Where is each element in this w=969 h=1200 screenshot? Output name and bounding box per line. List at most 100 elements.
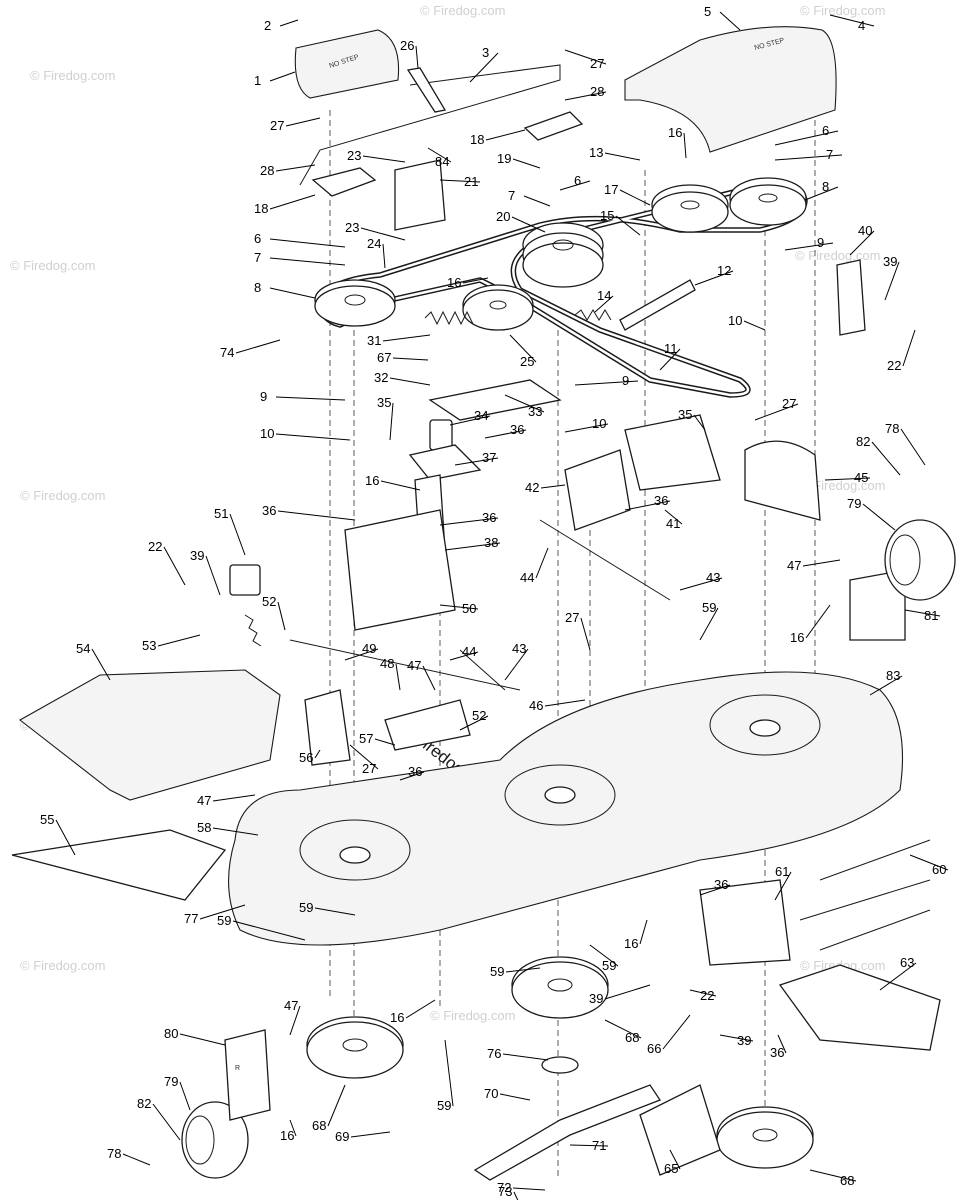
callout-17: 17 <box>604 182 651 206</box>
callout-number: 26 <box>400 38 414 53</box>
callout-1: 1 <box>254 71 296 88</box>
callout-leader-line <box>594 295 614 313</box>
callout-19: 19 <box>497 151 541 169</box>
callout-leader-line <box>444 542 501 551</box>
callout-number: 9 <box>260 389 267 404</box>
springs-and-hardware <box>229 259 906 766</box>
callout-leader-line <box>269 194 316 210</box>
callout-number: 16 <box>390 1010 404 1025</box>
callout-number: 82 <box>856 434 870 449</box>
callout-number: 48 <box>380 656 394 671</box>
callout-number: 46 <box>529 698 543 713</box>
callout-leader-line <box>719 1034 754 1042</box>
callout-number: 36 <box>510 422 524 437</box>
callout-16b: 16 <box>447 275 489 290</box>
callout-number: 2 <box>264 18 271 33</box>
callout-leader-line <box>639 919 648 945</box>
callout-16g: 16 <box>280 1119 297 1143</box>
callout-68c: 68 <box>809 1169 857 1188</box>
callout-7b: 7 <box>508 188 551 207</box>
callout-number: 28 <box>260 163 274 178</box>
callout-number: 59 <box>602 958 616 973</box>
watermark-text: © Firedog.com <box>800 3 885 18</box>
callout-number: 39 <box>589 991 603 1006</box>
callout-9a: 9 <box>784 235 834 251</box>
callout-leader-line <box>564 49 607 65</box>
callout-number: 16 <box>668 125 682 140</box>
callout-26: 26 <box>400 38 419 69</box>
callout-number: 40 <box>858 223 872 238</box>
callout-leader-line <box>469 52 499 83</box>
callout-13: 13 <box>589 145 641 161</box>
callout-leader-line <box>879 962 917 991</box>
callout-66: 66 <box>647 1014 691 1056</box>
callout-number: 24 <box>367 236 381 251</box>
callout-number: 82 <box>137 1096 151 1111</box>
callout-leader-line <box>580 617 591 651</box>
discharge-chute <box>11 669 281 901</box>
callout-number: 45 <box>854 470 868 485</box>
callout-23a: 23 <box>347 148 406 163</box>
callout-52a: 52 <box>262 594 286 631</box>
callout-79a: 79 <box>847 496 896 531</box>
callout-leader-line <box>809 1169 857 1182</box>
callout-leader-line <box>805 604 831 639</box>
callout-36d: 36 <box>439 510 499 526</box>
callout-73: 73 <box>498 1184 519 1200</box>
callout-4: 4 <box>829 14 875 33</box>
callout-leader-line <box>513 1191 519 1200</box>
right-belt-cover: NO STEP <box>624 26 837 153</box>
callout-number: 47 <box>197 793 211 808</box>
callout-36a: 36 <box>484 422 527 439</box>
callout-number: 35 <box>678 407 692 422</box>
callout-leader-line <box>504 648 529 681</box>
callout-number: 79 <box>164 1074 178 1089</box>
callout-number: 44 <box>520 570 534 585</box>
callout-leader-line <box>683 132 687 159</box>
callout-number: 14 <box>597 288 611 303</box>
callout-leader-line <box>422 665 436 691</box>
callout-46: 46 <box>529 698 586 713</box>
callout-23b: 23 <box>345 220 406 241</box>
callout-36c: 36 <box>262 503 356 521</box>
callout-leader-line <box>157 634 201 647</box>
callout-leader-line <box>55 819 76 856</box>
callout-leader-line <box>694 270 734 286</box>
callout-leader-line <box>569 1144 609 1147</box>
callout-number: 41 <box>666 516 680 531</box>
callout-leader-line <box>862 503 896 531</box>
callout-9b: 9 <box>260 389 346 404</box>
callout-number: 61 <box>775 864 789 879</box>
callout-6b: 6 <box>559 173 591 191</box>
callout-leader-line <box>784 242 834 251</box>
callout-16c: 16 <box>365 473 421 491</box>
callout-number: 81 <box>924 608 938 623</box>
callout-number: 22 <box>887 358 901 373</box>
callout-number: 49 <box>362 641 376 656</box>
callout-leader-line <box>395 663 401 691</box>
callout-leader-line <box>512 1187 546 1191</box>
callout-37: 37 <box>454 450 499 466</box>
callout-2: 2 <box>264 18 299 33</box>
callout-number: 76 <box>487 1046 501 1061</box>
callout-56: 56 <box>299 749 321 765</box>
callout-9c: 9 <box>574 373 639 388</box>
callout-leader-line <box>392 357 429 361</box>
callout-number: 59 <box>217 913 231 928</box>
callout-leader-line <box>502 1053 549 1061</box>
callout-number: 18 <box>254 201 268 216</box>
callout-leader-line <box>559 180 591 191</box>
callout-leader-line <box>439 517 499 526</box>
callout-leader-line <box>699 884 731 896</box>
callout-number: 20 <box>496 209 510 224</box>
callout-41: 41 <box>664 509 683 531</box>
callout-number: 34 <box>474 408 488 423</box>
callout-leader-line <box>604 984 651 1000</box>
callout-leader-line <box>824 477 871 481</box>
callout-number: 33 <box>528 404 542 419</box>
callout-76: 76 <box>487 1046 549 1061</box>
callout-22c: 22 <box>689 988 717 1003</box>
callout-59f: 59 <box>437 1039 454 1113</box>
callout-leader-line <box>669 1149 681 1170</box>
callout-leader-line <box>485 129 526 141</box>
